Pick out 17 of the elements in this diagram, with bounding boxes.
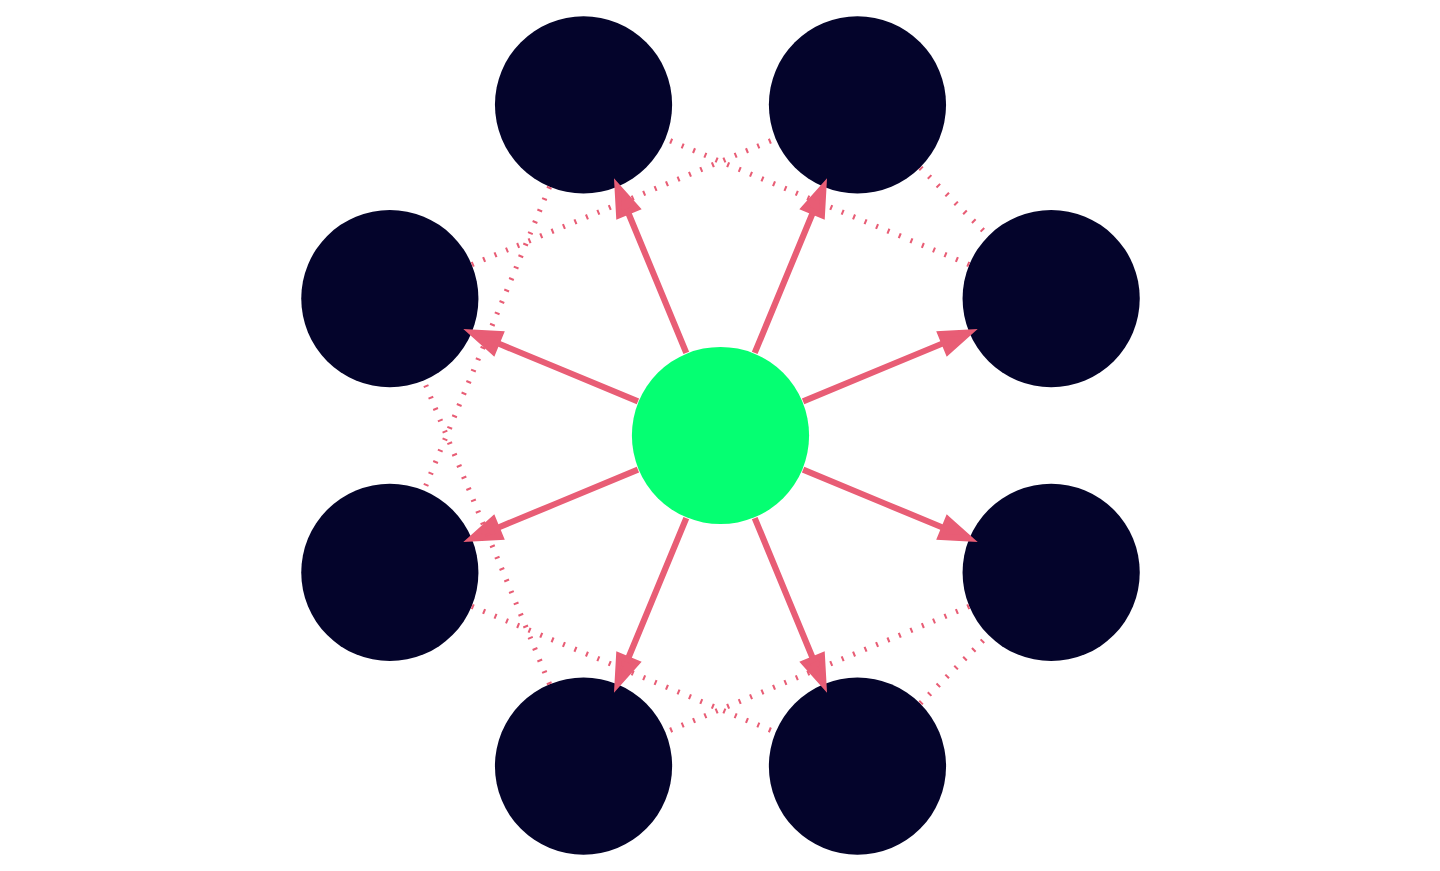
arrow [751, 178, 827, 355]
node-circle [962, 209, 1140, 388]
arrow [751, 516, 827, 693]
node-circle [768, 677, 946, 855]
node-circle [494, 677, 672, 855]
node-circle [962, 483, 1140, 662]
arrow [801, 466, 978, 543]
arrow [462, 466, 639, 543]
arrow [801, 328, 978, 405]
node-circle [300, 209, 478, 388]
node-circle [631, 346, 809, 525]
arrow [462, 328, 639, 405]
arrow [613, 178, 689, 355]
node-circle [300, 483, 478, 662]
node-circle [494, 16, 672, 194]
node-circle [768, 16, 946, 194]
arrow [613, 516, 689, 693]
